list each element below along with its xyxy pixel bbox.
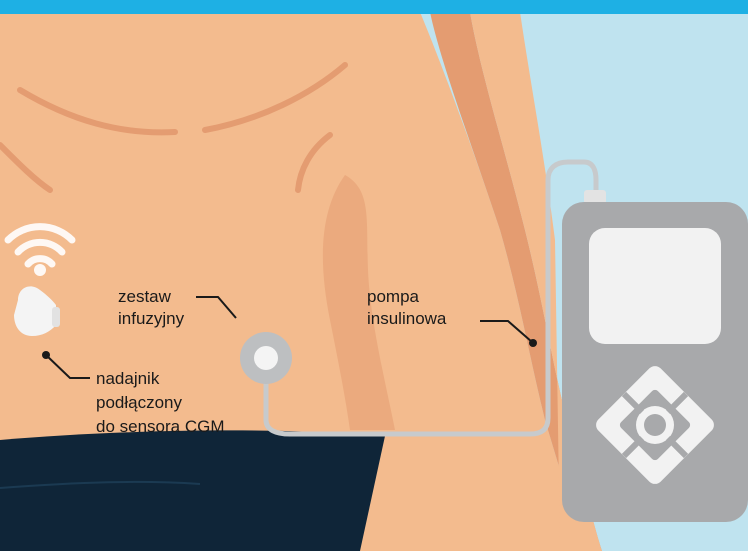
transmitter-label-line-3: do sensora CGM <box>96 417 225 436</box>
pump-label-line-2: insulinowa <box>367 309 447 328</box>
transmitter-label-line-2: podłączony <box>96 393 183 412</box>
infusion-port-icon <box>240 332 292 384</box>
pump-screen-icon <box>589 228 721 344</box>
infusion-set-label-line-2: infuzyjny <box>118 309 185 328</box>
infusion-set-label-line-1: zestaw <box>118 287 172 306</box>
shorts <box>0 430 385 551</box>
transmitter-label-line-1: nadajnik <box>96 369 160 388</box>
top-band <box>0 0 748 14</box>
pump-label-line-1: pompa <box>367 287 420 306</box>
insulin-pump <box>562 190 748 522</box>
pump-connector <box>584 190 606 204</box>
